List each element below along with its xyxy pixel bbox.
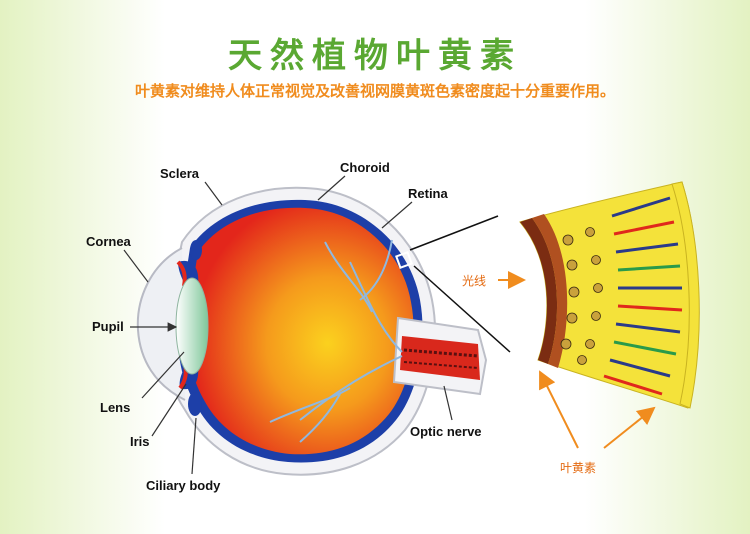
retina-pointer (381, 201, 413, 229)
retina-magnified (519, 181, 700, 409)
lutein-arrow-left (539, 370, 579, 449)
iris-label: Iris (130, 434, 150, 449)
lens-pointer (141, 351, 185, 399)
light-label: 光线 (462, 274, 486, 288)
cornea-pointer (123, 249, 149, 283)
optic-nerve-label: Optic nerve (410, 424, 482, 439)
retina-sample-box (395, 251, 413, 269)
lens (175, 277, 209, 375)
cornea-label: Cornea (86, 234, 132, 249)
ciliary-body-pointer (191, 417, 197, 475)
vitreous-body (187, 207, 414, 455)
retinal-vessels (269, 239, 403, 443)
sclera-pointer (204, 181, 223, 206)
choroid-pointer (317, 175, 346, 201)
optic-nerve-pointer (443, 385, 453, 421)
iris-pointer (151, 383, 187, 437)
photoreceptors (603, 196, 683, 396)
page-title: 天然植物叶黄素 (228, 36, 522, 76)
page-subtitle: 叶黄素对维持人体正常视觉及改善视网膜黄斑色素密度起十分重要作用。 (134, 82, 615, 100)
ciliary-body (188, 240, 202, 416)
retina-label: Retina (408, 186, 449, 201)
lens-label: Lens (100, 400, 130, 415)
optic-nerve (392, 316, 488, 396)
lutein-label: 叶黄素 (560, 461, 596, 475)
sclera-label: Sclera (160, 166, 200, 181)
lutein-arrow-right (603, 406, 656, 449)
pupil-label: Pupil (92, 319, 124, 334)
choroid-label: Choroid (340, 160, 390, 175)
ciliary-body-label: Ciliary body (146, 478, 221, 493)
cornea (136, 247, 186, 401)
